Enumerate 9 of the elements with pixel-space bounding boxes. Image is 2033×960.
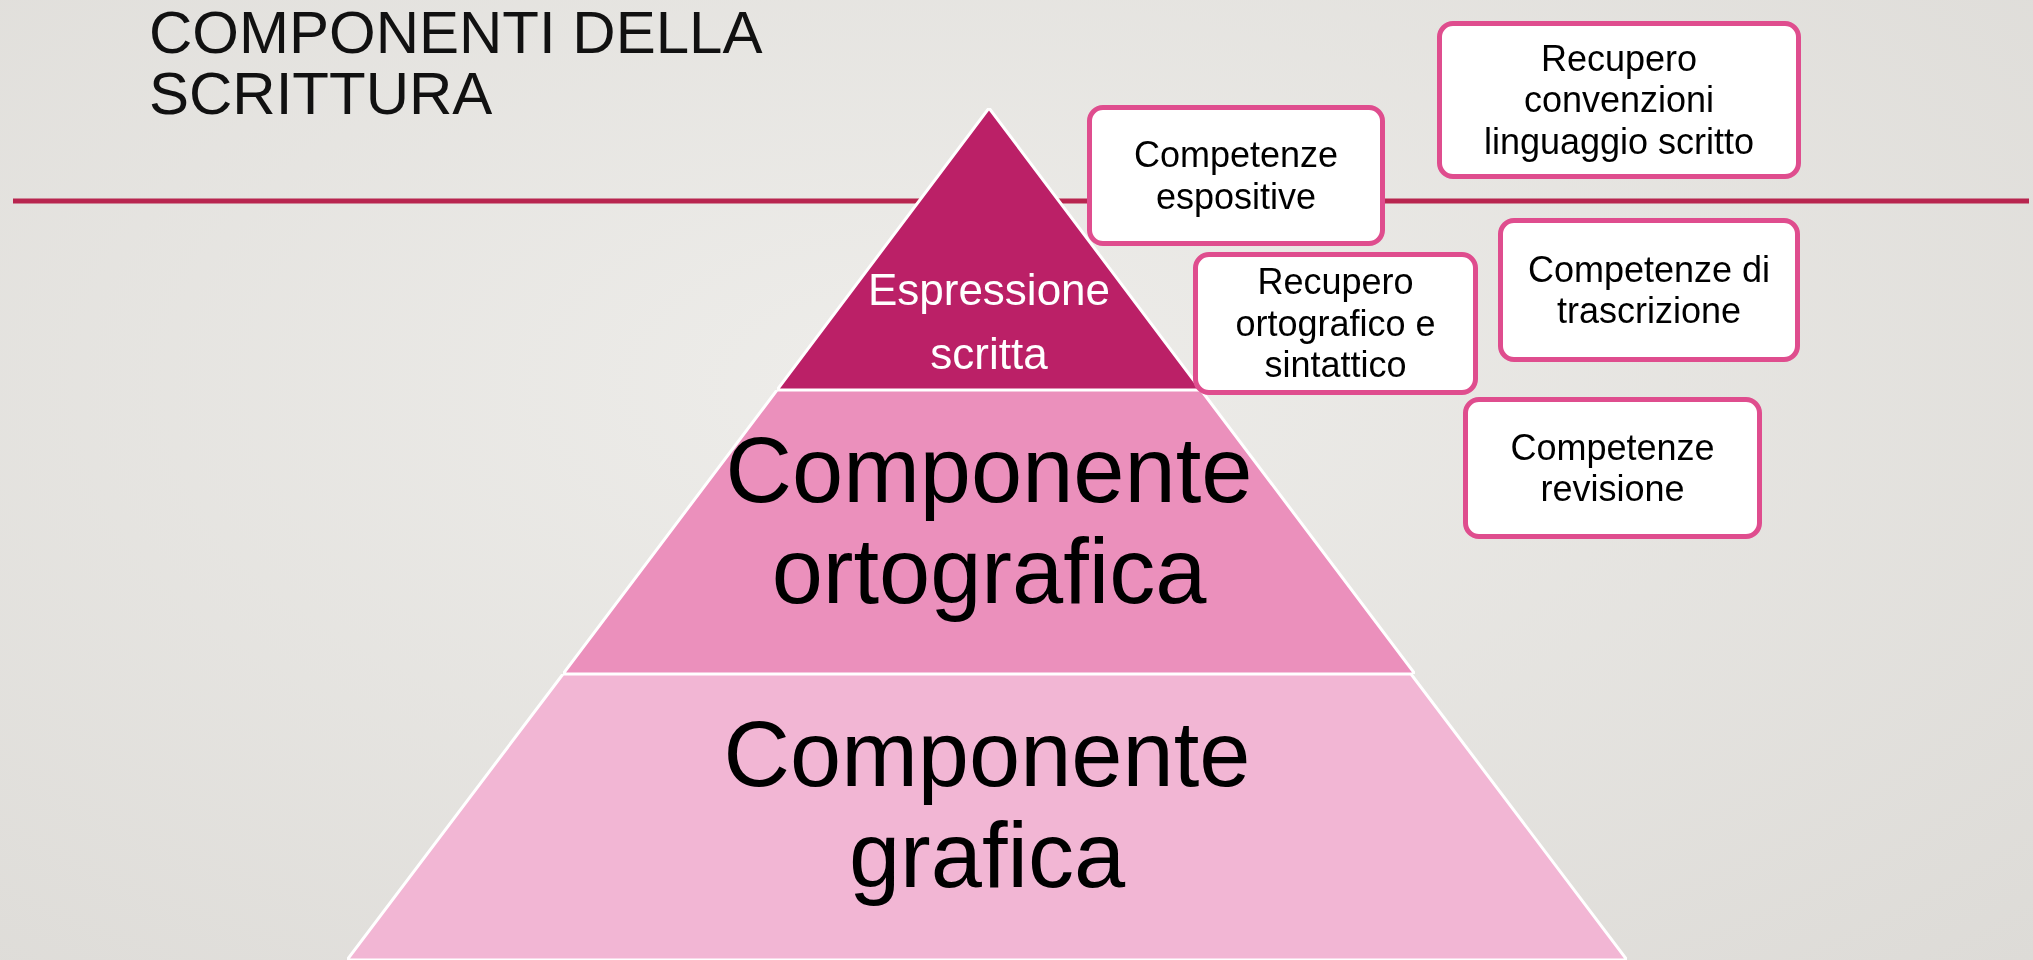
rounded-text-box: Competenze revisione [1463, 397, 1762, 539]
slide-title: COMPONENTI DELLA SCRITTURA [149, 2, 761, 125]
rounded-text-box: Competenze espositive [1087, 105, 1385, 246]
band-label: Componente grafica [722, 704, 1252, 907]
band-label: Espressione scritta [866, 264, 1112, 380]
rounded-text-box: Recupero convenzioni linguaggio scritto [1437, 21, 1801, 179]
rounded-text-box: Competenze di trascrizione [1498, 218, 1800, 362]
rounded-text-box: Recupero ortografico e sintattico [1193, 252, 1478, 395]
band-label: Componente ortografica [724, 420, 1254, 623]
